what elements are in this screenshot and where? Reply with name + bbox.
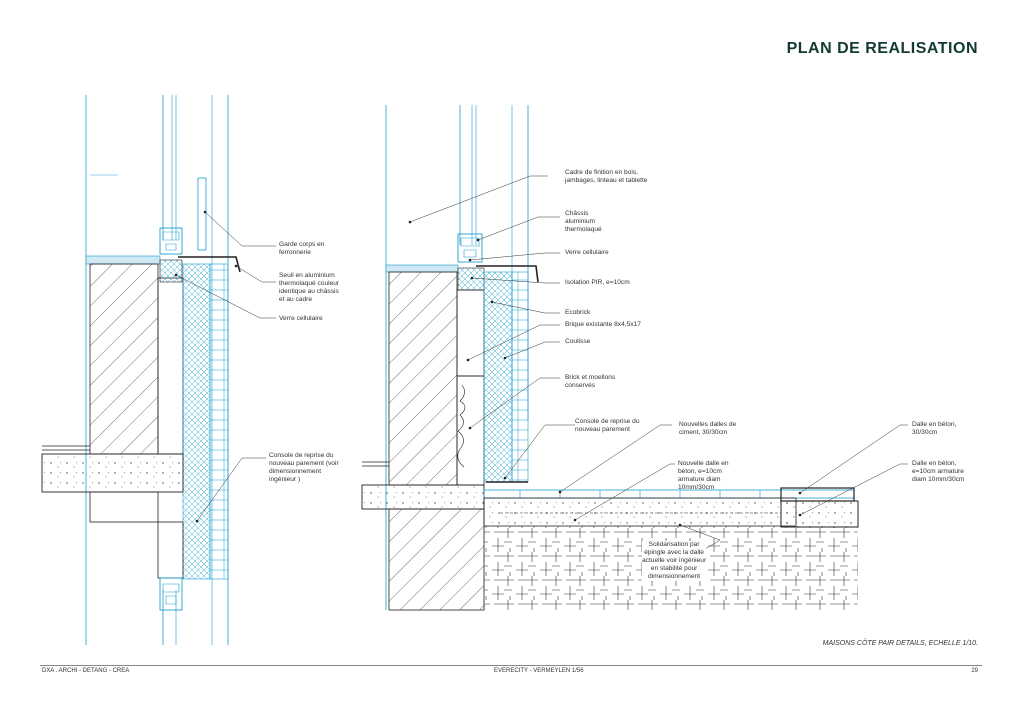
drawing-caption: MAISONS CÔTE PAIR DETAILS, ECHELLE 1/10. xyxy=(822,640,978,647)
label-nouvelles-dalles: Nouvelles dalles de ciment, 30/30cm xyxy=(679,421,737,436)
footer-divider xyxy=(40,665,982,666)
label-coulisse: Coulisse xyxy=(565,338,591,345)
label-seuil-aluminium: Seuil en aluminium thermolaqué couleur i… xyxy=(279,272,340,303)
label-cadre-finition: Cadre de finition en bois, jambages, lin… xyxy=(565,169,648,184)
label-isolation-pir: Isolation PIR, e=10cm xyxy=(565,279,630,286)
footer-left: DXA . ARCHI - DETANG - CREA xyxy=(42,668,130,674)
label-console-right: Console de reprise du nouveau parement xyxy=(575,418,640,433)
label-ecobrick: Ecobrick xyxy=(565,309,591,316)
label-solidarisation: Solidarisation par épingle avec la dalle… xyxy=(642,541,707,581)
label-nouvelle-dalle-beton: Nouvelle dalle en béton, e=10cm armature… xyxy=(678,460,729,491)
label-dalle-beton: Dalle en béton, 30/30cm xyxy=(912,421,957,436)
label-console-left: Console de reprise du nouveau parement (… xyxy=(269,452,339,483)
label-chassis: Châssis aluminium thermolaqué xyxy=(565,210,602,233)
right-leader-lines xyxy=(409,175,908,553)
label-dalle-beton-armature: Dalle en béton, e=10cm armature diam 10m… xyxy=(912,460,965,483)
label-verre-cellulaire-left: Verre cellulaire xyxy=(279,315,323,322)
left-leader-lines xyxy=(175,211,276,522)
footer-center: EVERECITY - VERMEYLEN 1/56 xyxy=(494,668,584,674)
label-brick-moellons: Brick et moellons conservés xyxy=(565,374,616,389)
label-brique-existante: Brique existante 8x4,5x17 xyxy=(565,321,641,328)
left-section-detail xyxy=(41,95,241,645)
page-title: PLAN DE REALISATION xyxy=(786,40,978,57)
label-garde-corps: Garde corps en ferronnerie xyxy=(279,241,325,256)
label-verre-cellulaire-right: Verre cellulaire xyxy=(565,249,609,256)
page-number: 29 xyxy=(971,668,978,674)
